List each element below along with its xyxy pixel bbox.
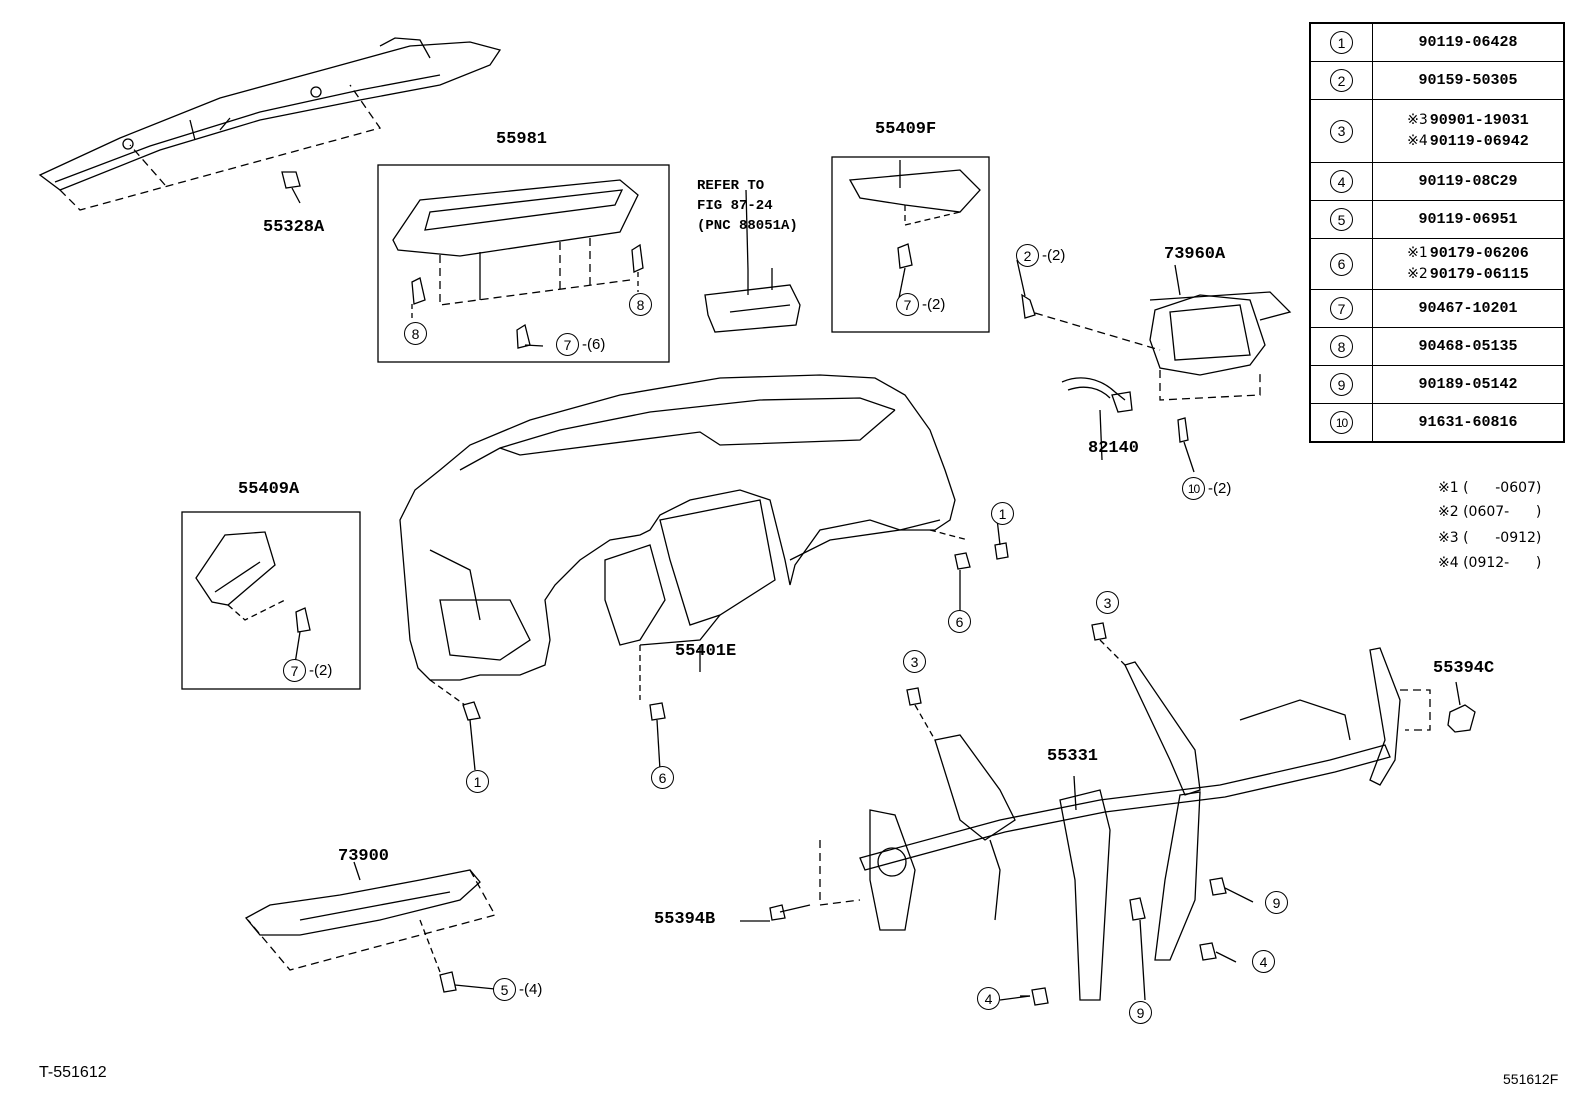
part-label-73960A: 73960A xyxy=(1164,245,1226,264)
callout-3-left: 3 xyxy=(903,650,926,673)
footer-right-code: 551612F xyxy=(1503,1071,1559,1087)
table-row: 2 90159-50305 xyxy=(1309,61,1565,100)
refer-module-drawing xyxy=(704,268,801,333)
box-55981 xyxy=(377,164,670,363)
box-55409A xyxy=(181,511,361,690)
row-index-circle: 2 xyxy=(1330,69,1353,92)
callout-10: 10-(2) xyxy=(1182,477,1231,500)
part-label-82140: 82140 xyxy=(1088,439,1140,458)
part-label-55331: 55331 xyxy=(1047,747,1099,766)
box-55409F xyxy=(831,156,990,333)
refer-to-note: REFER TO FIG 87-24 (PNC 88051A) xyxy=(697,178,798,234)
55409A-cover-drawing xyxy=(195,531,311,633)
callout-6-left: 6 xyxy=(651,766,674,789)
row-index-circle: 4 xyxy=(1330,170,1353,193)
callout-6-right: 6 xyxy=(948,610,971,633)
callout-5: 5-(4) xyxy=(493,978,542,1001)
callout-8-left: 8 xyxy=(404,322,427,345)
part-label-73900: 73900 xyxy=(338,847,390,866)
part-label-55409A: 55409A xyxy=(238,480,300,499)
table-row: 8 90468-05135 xyxy=(1309,327,1565,366)
callout-2: 2-(2) xyxy=(1016,244,1065,267)
part-number: 91631-60816 xyxy=(1418,413,1518,431)
73900-duct-drawing xyxy=(244,869,496,993)
row-index-circle: 7 xyxy=(1330,297,1353,320)
55331-reinforcement-drawing xyxy=(769,622,1476,1006)
73960A-airbag-drawing xyxy=(1021,291,1292,443)
callout-4-bottom: 4 xyxy=(977,987,1000,1010)
part-label-55328A: 55328A xyxy=(263,218,325,237)
leader-lines xyxy=(291,160,1461,1001)
part-number: 90901-19031 xyxy=(1429,112,1529,129)
callout-1-left: 1 xyxy=(466,770,489,793)
callout-3-right: 3 xyxy=(1096,591,1119,614)
row-index-circle: 6 xyxy=(1330,252,1353,276)
row-index-circle: 5 xyxy=(1330,208,1353,231)
row-index-circle: 9 xyxy=(1330,373,1353,396)
note-mark-2: ※2 (0607- ) xyxy=(1438,504,1542,520)
row-index-circle: 3 xyxy=(1330,119,1353,143)
table-row: 9 90189-05142 xyxy=(1309,365,1565,404)
55981-panel-drawing xyxy=(392,179,644,349)
row-index-circle: 1 xyxy=(1330,31,1353,54)
callout-7-qty6: 7-(6) xyxy=(556,333,605,356)
part-number: 90179-06115 xyxy=(1429,266,1529,283)
part-number: 90468-05135 xyxy=(1418,337,1518,355)
callout-1-right: 1 xyxy=(991,502,1014,525)
part-number: 90119-06942 xyxy=(1429,133,1529,150)
table-row: 7 90467-10201 xyxy=(1309,289,1565,328)
part-label-55409F: 55409F xyxy=(875,120,937,139)
note-mark-4: ※4 (0912- ) xyxy=(1438,555,1542,571)
callout-7-55409F: 7-(2) xyxy=(896,293,945,316)
part-label-55981: 55981 xyxy=(496,130,548,149)
part-label-55394C: 55394C xyxy=(1433,659,1495,678)
part-number: 90119-06428 xyxy=(1418,33,1518,51)
table-row: 10 91631-60816 xyxy=(1309,403,1565,443)
callout-8-right: 8 xyxy=(629,293,652,316)
callout-9-right: 9 xyxy=(1265,891,1288,914)
part-number: 90159-50305 xyxy=(1418,71,1518,89)
callout-7-55409A: 7-(2) xyxy=(283,659,332,682)
callout-9-bottom: 9 xyxy=(1129,1001,1152,1024)
table-row: 4 90119-08C29 xyxy=(1309,162,1565,201)
55401E-instrument-panel-drawing xyxy=(399,374,1009,721)
row-index-circle: 8 xyxy=(1330,335,1353,358)
55409F-cover-drawing xyxy=(848,169,981,269)
note-mark-1: ※1 ( -0607) xyxy=(1438,480,1542,496)
part-number: 90119-06951 xyxy=(1418,210,1518,228)
part-number: 90119-08C29 xyxy=(1418,172,1518,190)
cowl-top-panel-drawing xyxy=(38,37,502,211)
82140-wire-drawing xyxy=(1061,377,1133,413)
row-index-circle: 10 xyxy=(1330,411,1353,434)
part-number: 90467-10201 xyxy=(1418,299,1518,317)
table-row: 5 90119-06951 xyxy=(1309,200,1565,239)
part-label-55394B: 55394B xyxy=(654,910,716,929)
footer-left-code: T-551612 xyxy=(39,1064,107,1081)
part-number: 90189-05142 xyxy=(1418,375,1518,393)
note-mark-3: ※3 ( -0912) xyxy=(1438,530,1542,546)
table-row: 1 90119-06428 xyxy=(1309,22,1565,62)
part-number: 90179-06206 xyxy=(1429,245,1529,262)
part-label-55401E: 55401E xyxy=(675,642,737,661)
callout-4-right: 4 xyxy=(1252,950,1275,973)
